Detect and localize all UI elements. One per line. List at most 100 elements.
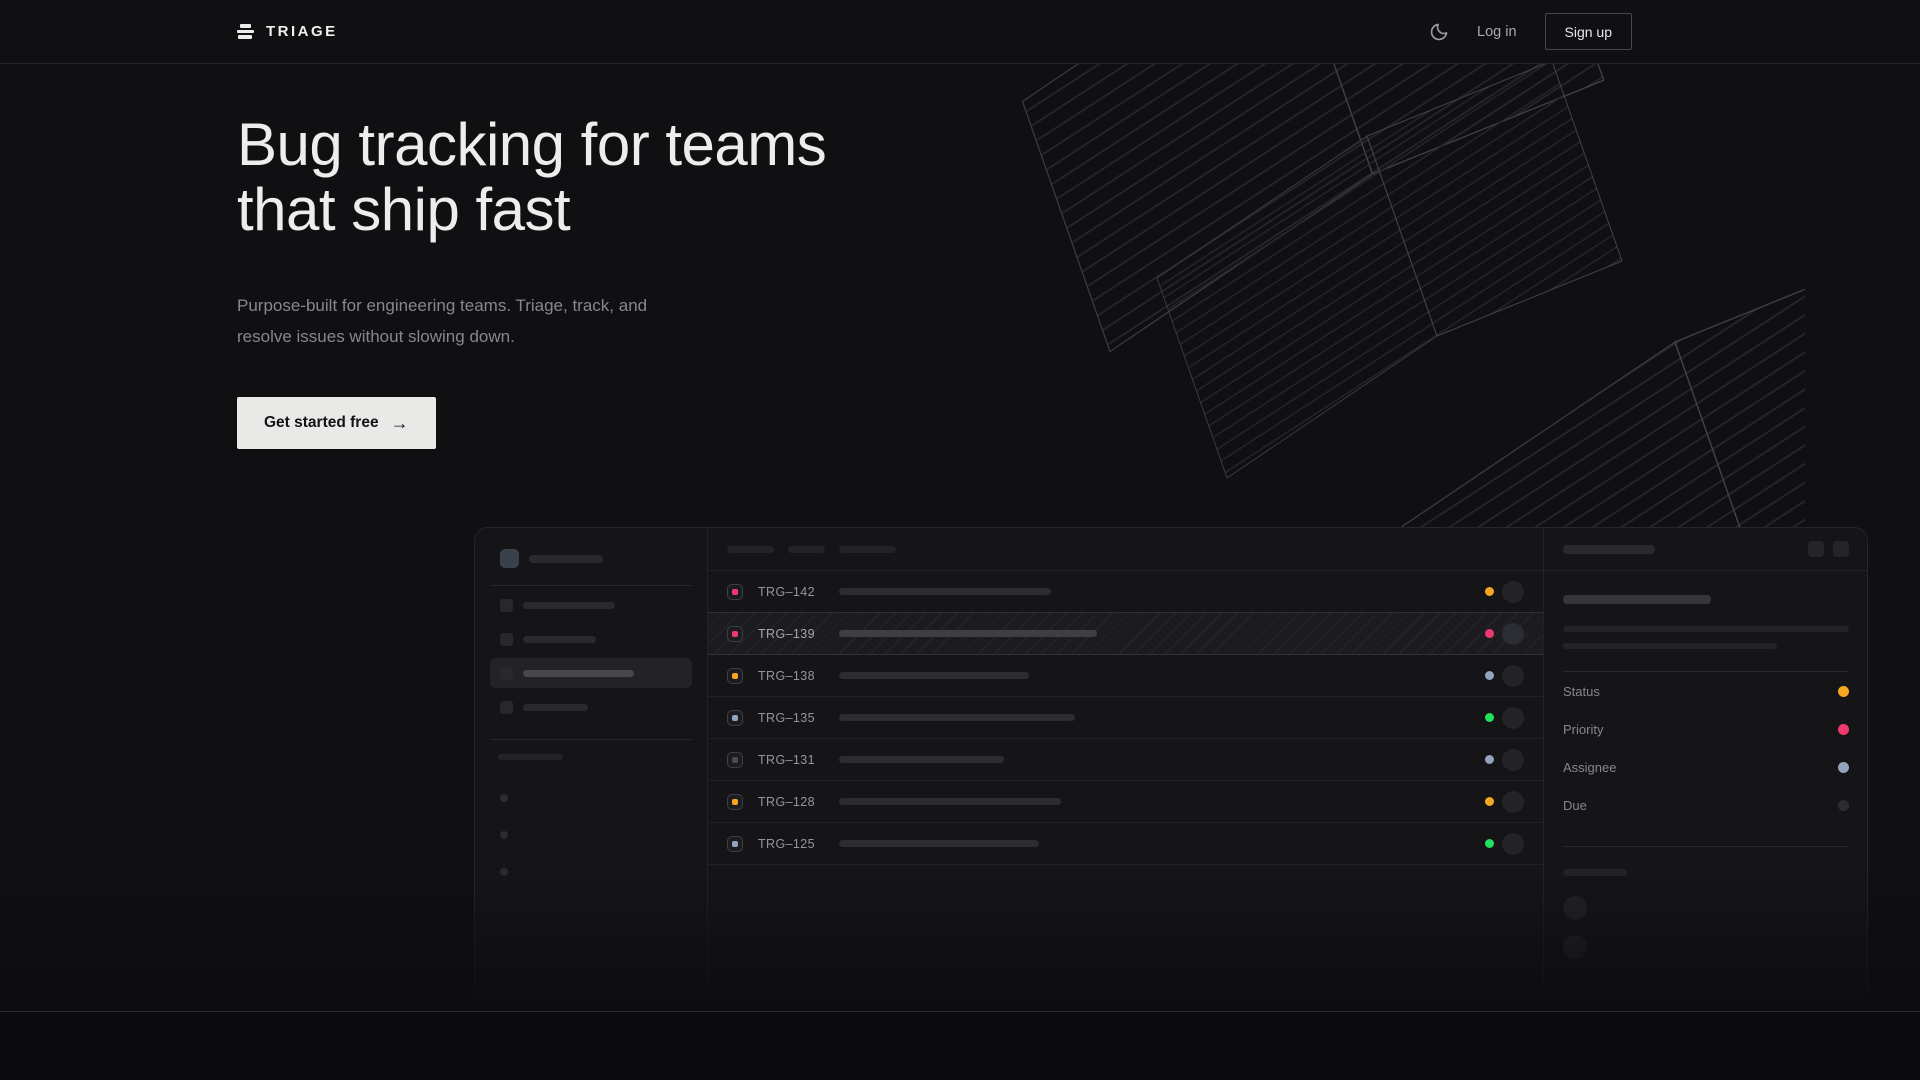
nav-item-label-placeholder xyxy=(523,635,596,643)
comment-avatar-placeholder xyxy=(1563,896,1587,920)
nav-item-label-placeholder xyxy=(523,669,634,677)
top-nav: TRIAGE Log in Sign up xyxy=(0,0,1920,64)
sidebar-bullet xyxy=(500,868,508,876)
comment-avatar-placeholder xyxy=(1563,935,1587,959)
issue-title-placeholder xyxy=(839,630,1097,637)
issue-id: TRG–142 xyxy=(758,584,815,599)
field-label: Assignee xyxy=(1563,760,1617,775)
issue-row[interactable]: TRG–135 xyxy=(708,697,1543,739)
issue-title-placeholder xyxy=(1563,595,1711,604)
field-label: Status xyxy=(1563,684,1600,699)
detail-panel-header xyxy=(1544,528,1867,571)
signup-button[interactable]: Sign up xyxy=(1544,13,1632,50)
brand-logo-icon xyxy=(237,24,255,39)
sidebar-nav-item[interactable] xyxy=(490,692,692,722)
nav-item-icon xyxy=(500,598,513,612)
detail-divider xyxy=(1563,671,1849,672)
detail-action-button[interactable] xyxy=(1808,541,1824,557)
issue-title-placeholder xyxy=(839,798,1061,805)
arrow-right-icon: → xyxy=(390,412,409,433)
get-started-button[interactable]: Get started free → xyxy=(237,397,436,449)
assignee-avatar xyxy=(1502,832,1524,855)
issue-row-selected[interactable]: TRG–139 xyxy=(708,612,1543,655)
status-dot xyxy=(1485,839,1494,848)
issue-row[interactable]: TRG–138 xyxy=(708,655,1543,697)
login-link[interactable]: Log in xyxy=(1477,23,1517,40)
issue-id: TRG–128 xyxy=(758,794,815,809)
nav-item-icon xyxy=(500,666,513,680)
detail-action-button[interactable] xyxy=(1833,541,1849,557)
field-value-dot xyxy=(1838,800,1849,811)
moon-icon xyxy=(1430,23,1448,40)
sidebar-nav-item-active[interactable] xyxy=(490,658,692,688)
assignee-avatar xyxy=(1502,580,1524,603)
assignee-avatar xyxy=(1502,790,1524,813)
issue-id: TRG–135 xyxy=(758,710,815,725)
issue-type-icon xyxy=(727,793,743,810)
status-dot xyxy=(1485,755,1494,764)
field-value-dot xyxy=(1838,762,1849,773)
issue-type-icon xyxy=(727,667,743,684)
assignee-avatar xyxy=(1502,664,1524,687)
filter-chip-placeholder[interactable] xyxy=(727,545,774,553)
nav-item-label-placeholder xyxy=(523,703,588,711)
issue-type-icon xyxy=(727,709,743,726)
mockup-detail-panel: Status Priority Assignee Due xyxy=(1544,528,1867,1011)
workspace-icon xyxy=(500,549,519,568)
theme-toggle-button[interactable] xyxy=(1429,22,1449,42)
filter-chip-placeholder[interactable] xyxy=(788,545,825,553)
detail-title-placeholder xyxy=(1563,544,1655,554)
issue-id: TRG–131 xyxy=(758,752,815,767)
mockup-sidebar xyxy=(475,528,708,1011)
sidebar-nav-item[interactable] xyxy=(490,624,692,654)
issue-type-icon xyxy=(727,835,743,852)
workspace-name-placeholder xyxy=(529,554,603,563)
sidebar-divider xyxy=(490,585,692,586)
assignee-avatar xyxy=(1502,622,1524,645)
detail-field-assignee[interactable]: Assignee xyxy=(1563,749,1849,786)
detail-field-priority[interactable]: Priority xyxy=(1563,711,1849,748)
issue-title-placeholder xyxy=(839,714,1075,721)
assignee-avatar xyxy=(1502,748,1524,771)
activity-section-placeholder xyxy=(1563,869,1627,876)
cta-label: Get started free xyxy=(264,414,379,431)
issue-title-placeholder xyxy=(839,588,1051,595)
app-mockup: TRG–142 TRG–139 TRG–138 xyxy=(474,527,1868,1011)
sidebar-divider xyxy=(490,739,692,740)
filter-chip-placeholder[interactable] xyxy=(839,545,896,553)
detail-field-due[interactable]: Due xyxy=(1563,787,1849,824)
issue-row[interactable]: TRG–125 xyxy=(708,823,1543,865)
sidebar-nav-item[interactable] xyxy=(490,590,692,620)
brand[interactable]: TRIAGE xyxy=(237,23,338,40)
issue-row[interactable]: TRG–128 xyxy=(708,781,1543,823)
assignee-avatar xyxy=(1502,706,1524,729)
field-value-dot xyxy=(1838,724,1849,735)
brand-name: TRIAGE xyxy=(266,23,338,40)
issue-id: TRG–125 xyxy=(758,836,815,851)
status-dot xyxy=(1485,629,1494,638)
issue-id: TRG–139 xyxy=(758,626,815,641)
detail-field-status[interactable]: Status xyxy=(1563,673,1849,710)
sidebar-bullet xyxy=(500,831,508,839)
sidebar-section-placeholder xyxy=(498,754,563,760)
issue-row[interactable]: TRG–142 xyxy=(708,571,1543,613)
footer-section xyxy=(0,1012,1920,1079)
issue-title-placeholder xyxy=(839,672,1029,679)
detail-divider xyxy=(1563,846,1849,847)
field-label: Due xyxy=(1563,798,1587,813)
issue-type-icon xyxy=(727,625,743,642)
description-line-placeholder xyxy=(1563,643,1777,649)
description-line-placeholder xyxy=(1563,626,1849,632)
issue-row[interactable]: TRG–131 xyxy=(708,739,1543,781)
nav-actions: Log in Sign up xyxy=(1429,13,1632,50)
nav-item-icon xyxy=(500,700,513,714)
issue-list-header xyxy=(708,528,1543,571)
nav-item-label-placeholder xyxy=(523,601,615,609)
status-dot xyxy=(1485,713,1494,722)
workspace-switcher[interactable] xyxy=(475,549,707,568)
field-value-dot xyxy=(1838,686,1849,697)
nav-item-icon xyxy=(500,632,513,646)
field-label: Priority xyxy=(1563,722,1604,737)
issue-title-placeholder xyxy=(839,840,1039,847)
